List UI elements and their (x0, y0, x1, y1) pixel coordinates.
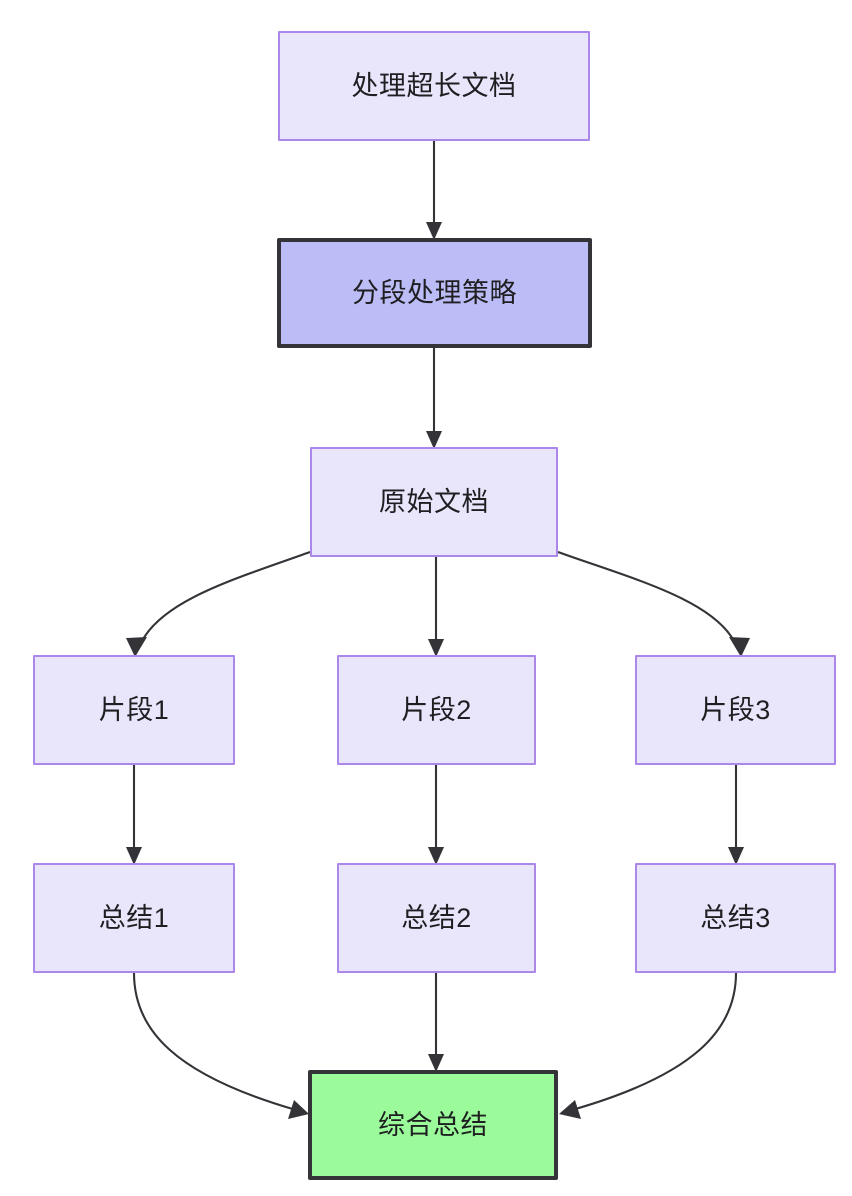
arrowhead-icon (126, 847, 142, 865)
node-chunk-1[interactable]: 片段1 (33, 655, 235, 765)
node-label: 总结1 (98, 902, 170, 933)
edge-source-to-chunk1 (126, 551, 311, 657)
node-label: 片段3 (700, 694, 771, 725)
arrowhead-icon (729, 637, 750, 657)
edge-chunk1-to-sum1 (126, 765, 142, 865)
node-combined-summary[interactable]: 综合总结 (308, 1070, 558, 1180)
arrowhead-icon (426, 431, 442, 449)
edge-strategy-to-source (426, 348, 442, 449)
arrowhead-icon (426, 222, 442, 240)
arrowhead-icon (559, 1100, 581, 1119)
node-label: 原始文档 (379, 486, 489, 517)
arrowhead-icon (428, 639, 444, 657)
node-summary-2[interactable]: 总结2 (337, 863, 536, 973)
node-summary-1[interactable]: 总结1 (33, 863, 235, 973)
node-chunk-3[interactable]: 片段3 (635, 655, 836, 765)
edge-chunk3-to-sum3 (728, 765, 744, 865)
edge-chunk2-to-sum2 (428, 765, 444, 865)
node-label: 总结2 (401, 902, 472, 933)
edge-sum2-to-final (428, 973, 444, 1072)
arrowhead-icon (428, 847, 444, 865)
node-source-document[interactable]: 原始文档 (310, 447, 558, 557)
node-process-long-document[interactable]: 处理超长文档 (278, 31, 590, 141)
arrowhead-icon (728, 847, 744, 865)
arrowhead-icon (428, 1054, 444, 1072)
node-label: 片段1 (98, 694, 170, 725)
edge-source-to-chunk3 (557, 551, 750, 657)
edge-sum1-to-final (132, 972, 309, 1119)
node-label: 总结3 (700, 902, 771, 933)
arrowhead-icon (288, 1100, 309, 1119)
edge-sum3-to-final (559, 972, 738, 1119)
node-summary-3[interactable]: 总结3 (635, 863, 836, 973)
node-label: 片段2 (401, 694, 472, 725)
node-label: 综合总结 (378, 1109, 488, 1140)
edge-doc-to-strategy (426, 141, 442, 240)
arrowhead-icon (126, 637, 147, 657)
node-label: 处理超长文档 (351, 70, 517, 101)
node-chunking-strategy[interactable]: 分段处理策略 (277, 238, 592, 348)
node-label: 分段处理策略 (352, 277, 517, 308)
node-chunk-2[interactable]: 片段2 (337, 655, 536, 765)
edge-source-to-chunk2 (428, 557, 444, 657)
